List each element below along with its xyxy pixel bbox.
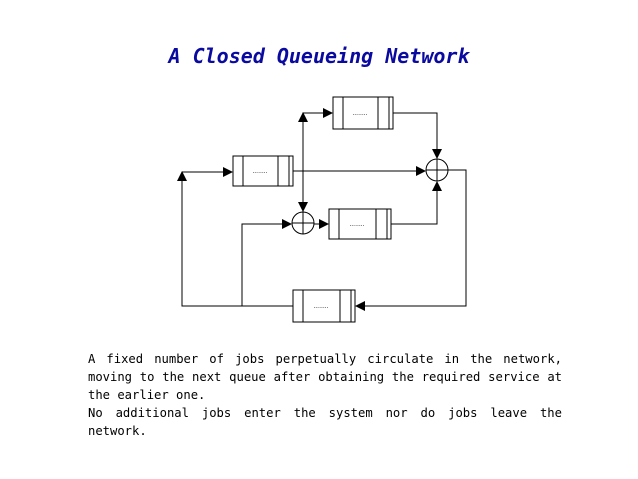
queue-bottom-dots: ........: [313, 303, 328, 310]
arrow-q2-to-junction-center: [293, 170, 308, 212]
slide-caption: A fixed number of jobs perpetually circu…: [88, 350, 562, 440]
queue-left-dots: ........: [252, 168, 267, 175]
slide-title: A Closed Queueing Network: [168, 44, 470, 68]
connections: [177, 108, 467, 311]
queue-middle-dots: ........: [349, 221, 364, 228]
caption-paragraph-2: No additional jobs enter the system nor …: [88, 406, 562, 438]
queue-bottom: ........: [292, 289, 356, 323]
arrow-q4-to-junction-center: [241, 219, 293, 307]
caption-paragraph-1: A fixed number of jobs perpetually circu…: [88, 352, 562, 402]
arrow-q1-to-junction-right: [393, 112, 442, 159]
junction-center: [291, 211, 315, 235]
arrow-q4-to-q2: [177, 171, 242, 307]
arrow-junction-right-to-q4: [355, 169, 467, 311]
queue-top: ........: [332, 96, 394, 130]
queue-middle: ........: [328, 208, 392, 240]
queue-top-dots: ........: [352, 110, 367, 117]
junction-right: [425, 158, 449, 182]
queue-left: ........: [232, 155, 294, 187]
arrow-up-to-q1: [302, 108, 333, 212]
arrow-q3-to-junction-right: [391, 181, 442, 225]
